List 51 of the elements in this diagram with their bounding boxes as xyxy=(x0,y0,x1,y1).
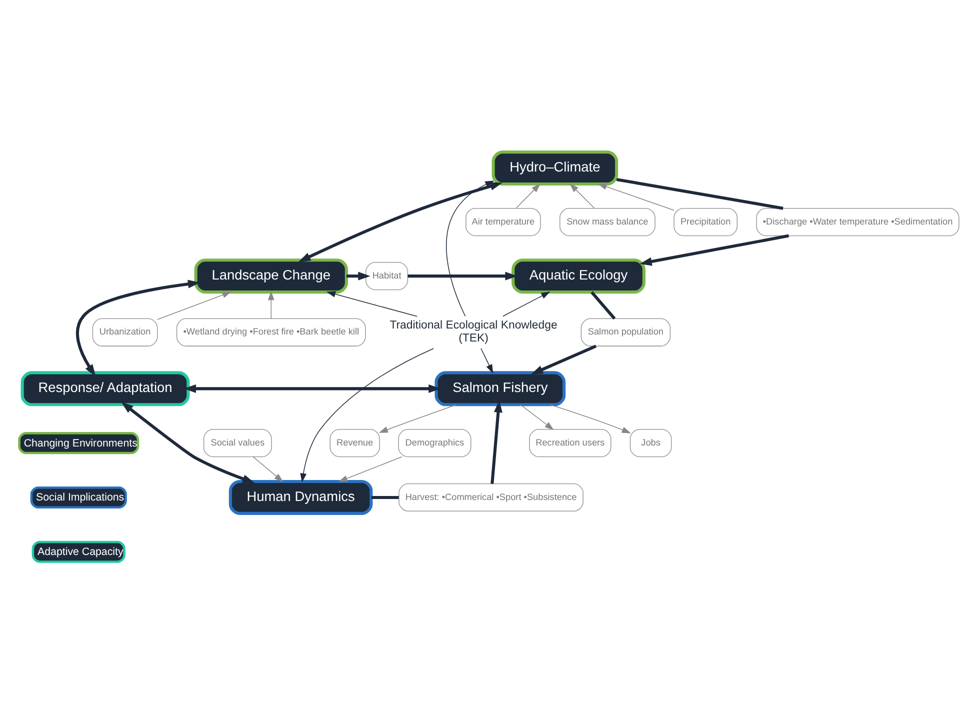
node-box: Jobs xyxy=(630,429,672,458)
legend-label: Adaptive Capacity xyxy=(38,546,124,558)
arrow xyxy=(121,402,255,483)
arrow xyxy=(520,404,554,430)
arrow xyxy=(446,180,494,317)
arrow xyxy=(640,234,789,266)
arrow xyxy=(326,291,418,317)
node-box: •Wetland drying •Forest fire •Bark beetle kill xyxy=(176,318,366,346)
node-box: Revenue xyxy=(330,429,380,458)
node-box: Urbanization xyxy=(92,318,158,346)
arrow xyxy=(530,344,597,375)
arrow xyxy=(480,348,494,374)
node-box: Salmon population xyxy=(580,318,671,346)
node-box: •Discharge •Water temperature •Sedimentation xyxy=(756,208,960,236)
arrow xyxy=(157,292,232,320)
node-box: Hydro–Climate xyxy=(492,150,618,186)
legend-label: Social Implications xyxy=(36,492,124,504)
node-box: Social values xyxy=(203,429,272,458)
arrow xyxy=(252,456,284,482)
arrow xyxy=(570,183,595,209)
node-box: Precipitation xyxy=(674,208,738,236)
node-box: Harvest: •Commerical •Sport •Subsistence xyxy=(398,483,584,512)
node-box: Air temperature xyxy=(466,208,541,236)
connector xyxy=(371,496,399,499)
node-box: Demographics xyxy=(398,429,472,458)
arrow xyxy=(338,456,402,482)
connector xyxy=(616,178,784,210)
arrow xyxy=(490,400,502,484)
arrow xyxy=(268,290,274,320)
arrow xyxy=(598,184,674,211)
node-box: Snow mass balance xyxy=(560,208,656,236)
node-box: Recreation users xyxy=(529,429,612,458)
arrow xyxy=(298,182,502,262)
node-box: Salmon Fishery xyxy=(434,371,566,406)
arrow xyxy=(184,384,441,393)
node-box: Landscape Change xyxy=(194,258,348,294)
node-box: Human Dynamics xyxy=(228,480,373,515)
arrow xyxy=(550,404,632,434)
arrow xyxy=(408,272,518,280)
node-text: Traditional Ecological Knowledge (TEK) xyxy=(390,320,558,344)
arrow xyxy=(346,272,370,280)
node-box: Habitat xyxy=(365,262,408,290)
arrow xyxy=(516,183,540,209)
node-box: Response/ Adaptation xyxy=(20,371,190,406)
arrow xyxy=(378,404,457,433)
connector xyxy=(590,291,616,320)
legend-label: Changing Environments xyxy=(24,437,138,450)
arrow xyxy=(76,280,200,377)
arrow xyxy=(502,292,550,317)
arrow xyxy=(300,348,434,482)
node-box: Aquatic Ecology xyxy=(512,258,646,294)
